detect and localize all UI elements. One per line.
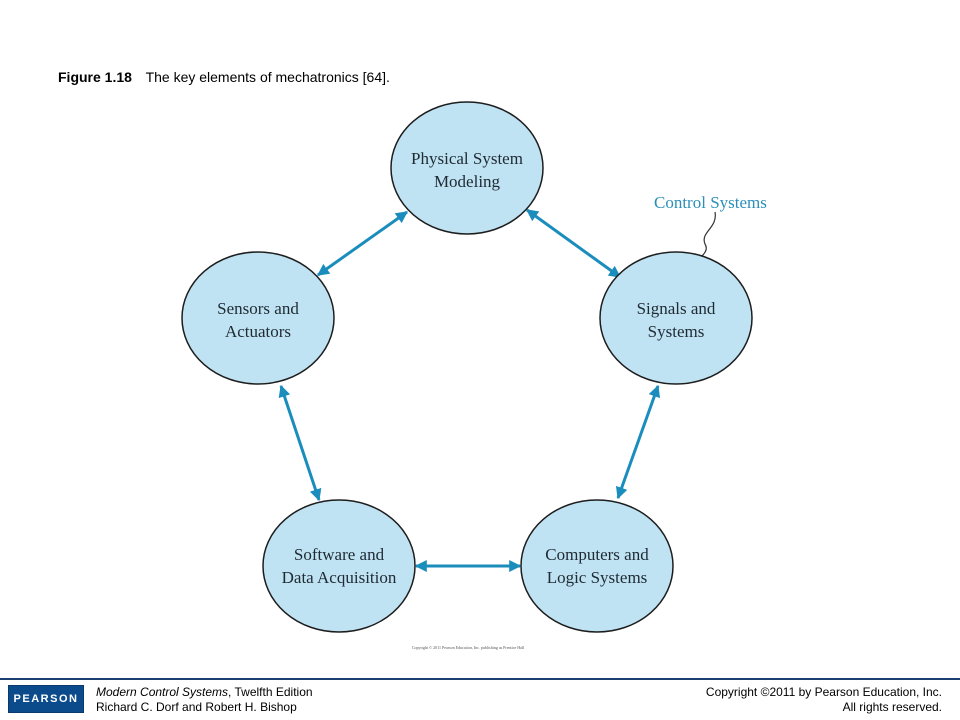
node-signals-line2: Systems [648, 322, 705, 341]
arrow-physical-signals [526, 208, 621, 279]
footer-divider [0, 678, 960, 680]
node-sensors-line2: Actuators [225, 322, 291, 341]
footer-edition: , Twelfth Edition [228, 685, 313, 699]
mechatronics-diagram: Control Systems Physical System Modeling… [181, 101, 767, 651]
node-physical-line1: Physical System [411, 149, 523, 168]
footer-book-title: Modern Control Systems [96, 685, 229, 699]
footer-book-line: Modern Control Systems, Twelfth Edition [96, 685, 313, 700]
footer-copyright: Copyright ©2011 by Pearson Education, In… [705, 685, 942, 699]
node-computers-line2: Logic Systems [547, 568, 648, 587]
figure-number: Figure 1.18 [58, 69, 132, 85]
figure-caption: Figure 1.18 The key elements of mechatro… [58, 68, 390, 86]
footer-book-info: Modern Control Systems, Twelfth Edition … [96, 685, 313, 715]
node-software-ellipse [262, 499, 416, 633]
figure-caption-text: The key elements of mechatronics [64]. [145, 69, 390, 85]
node-software-line2: Data Acquisition [282, 568, 397, 587]
node-software-data-acquisition: Software and Data Acquisition [262, 499, 416, 633]
node-sensors-actuators: Sensors and Actuators [181, 251, 335, 385]
node-sensors-ellipse [181, 251, 335, 385]
footer-authors: Richard C. Dorf and Robert H. Bishop [96, 700, 297, 714]
node-computers-logic-systems: Computers and Logic Systems [520, 499, 674, 633]
node-signals-line1: Signals and [637, 299, 716, 318]
node-computers-line1: Computers and [545, 545, 649, 564]
node-signals-ellipse [599, 251, 753, 385]
publisher-logo: PEARSON [8, 685, 84, 713]
node-computers-ellipse [520, 499, 674, 633]
node-sensors-line1: Sensors and [217, 299, 299, 318]
node-signals-systems: Signals and Systems [599, 251, 753, 385]
callout-control-systems: Control Systems [654, 193, 767, 212]
footer-rights: All rights reserved. [842, 700, 942, 714]
publisher-logo-text: PEARSON [13, 693, 79, 705]
arrow-sensors-software [278, 384, 322, 502]
arrow-physical-sensors [317, 210, 408, 277]
footer-copyright-block: Copyright ©2011 by Pearson Education, In… [706, 685, 942, 715]
node-software-line1: Software and [294, 545, 385, 564]
arrow-signals-computers [615, 384, 661, 500]
node-physical-system-modeling: Physical System Modeling [390, 101, 544, 235]
node-physical-line2: Modeling [434, 172, 501, 191]
image-copyright-notice: Copyright © 2011 Pearson Education, Inc.… [412, 645, 525, 651]
node-physical-ellipse [390, 101, 544, 235]
